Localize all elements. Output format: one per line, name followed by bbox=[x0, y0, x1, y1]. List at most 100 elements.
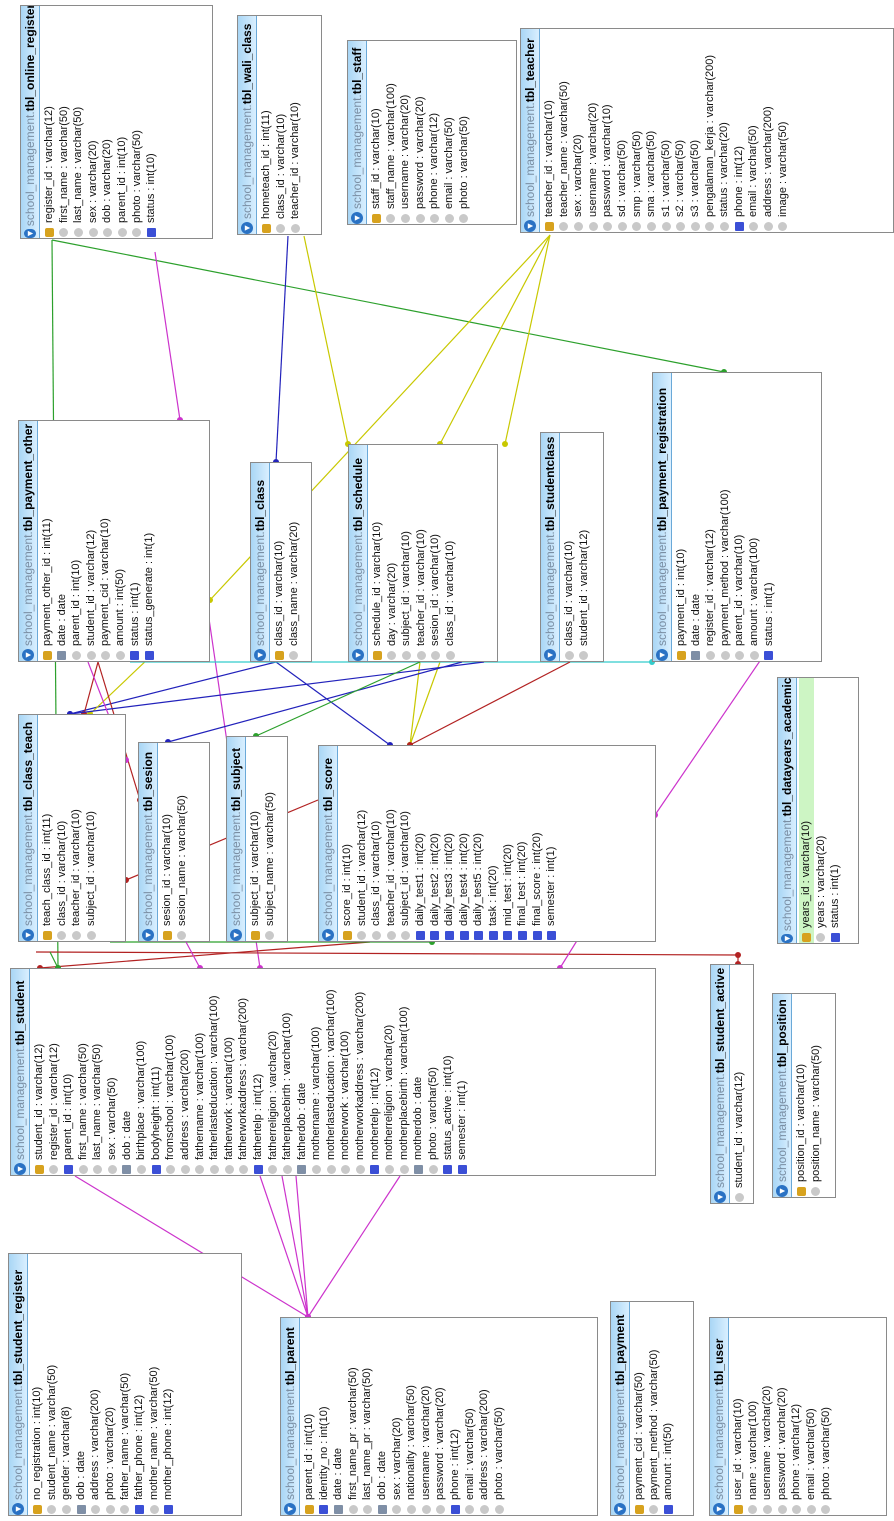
field-row[interactable]: payment_method : varchar(100) bbox=[718, 373, 733, 661]
table-collapse-icon[interactable]: ▼ bbox=[284, 1503, 296, 1515]
field-row[interactable]: date : date bbox=[331, 1318, 346, 1515]
field-row[interactable]: position_name : varchar(50) bbox=[809, 994, 824, 1197]
field-row[interactable]: schedule_id : varchar(10) bbox=[370, 445, 385, 661]
field-row[interactable]: status : int(10) bbox=[144, 6, 159, 238]
field-row[interactable]: sesion_id : varchar(10) bbox=[160, 743, 175, 941]
field-row[interactable]: daily_test1 : int(20) bbox=[413, 746, 428, 941]
field-row[interactable]: last_name : varchar(50) bbox=[71, 6, 86, 238]
field-row[interactable]: final_test : int(20) bbox=[515, 746, 530, 941]
field-row[interactable]: fatherdob : date bbox=[295, 969, 310, 1175]
field-row[interactable]: name : varchar(100) bbox=[746, 1318, 761, 1515]
field-row[interactable]: sex : varchar(20) bbox=[86, 6, 101, 238]
field-row[interactable]: sesion_name : varchar(50) bbox=[175, 743, 190, 941]
field-row[interactable]: phone : varchar(12) bbox=[427, 41, 442, 224]
field-row[interactable]: phone : int(12) bbox=[448, 1318, 463, 1515]
table-collapse-icon[interactable]: ▼ bbox=[12, 1503, 24, 1515]
field-row[interactable]: parent_id : int(10) bbox=[115, 6, 130, 238]
field-row[interactable]: email : varchar(50) bbox=[442, 41, 457, 224]
field-row[interactable]: teacher_id : varchar(10) bbox=[384, 746, 399, 941]
field-row[interactable]: position_id : varchar(10) bbox=[794, 994, 809, 1197]
field-row[interactable]: hometeach_id : int(11) bbox=[259, 16, 274, 234]
field-row[interactable]: teacher_id : varchar(10) bbox=[288, 16, 303, 234]
field-row[interactable]: parent_id : varchar(10) bbox=[732, 373, 747, 661]
table-collapse-icon[interactable]: ▼ bbox=[614, 1503, 626, 1515]
field-row[interactable]: subject_id : varchar(10) bbox=[399, 445, 414, 661]
field-row[interactable]: fathername : varchar(100) bbox=[193, 969, 208, 1175]
field-row[interactable]: phone : varchar(12) bbox=[789, 1318, 804, 1515]
field-row[interactable]: identity_no : int(10) bbox=[317, 1318, 332, 1515]
field-row[interactable]: photo : varchar(50) bbox=[492, 1318, 507, 1515]
table-collapse-icon[interactable]: ▼ bbox=[544, 649, 556, 661]
field-row[interactable]: payment_cid : varchar(50) bbox=[632, 1302, 647, 1515]
field-row[interactable]: fatherwork : varchar(100) bbox=[222, 969, 237, 1175]
field-row[interactable]: fatherworkaddress : varchar(200) bbox=[236, 969, 251, 1175]
field-row[interactable]: student_id : varchar(12) bbox=[355, 746, 370, 941]
field-row[interactable]: last_name : varchar(50) bbox=[90, 969, 105, 1175]
field-row[interactable]: class_id : varchar(10) bbox=[272, 463, 287, 661]
field-row[interactable]: s3 : varchar(50) bbox=[688, 29, 703, 232]
field-row[interactable]: student_name : varchar(50) bbox=[45, 1254, 60, 1515]
field-row[interactable]: photo : varchar(50) bbox=[457, 41, 472, 224]
field-row[interactable]: password : varchar(10) bbox=[600, 29, 615, 232]
field-row[interactable]: address : varchar(200) bbox=[761, 29, 776, 232]
field-row[interactable]: mothertelp : int(12) bbox=[368, 969, 383, 1175]
field-row[interactable]: parent_id : int(10) bbox=[69, 421, 84, 661]
table-header[interactable]: ▼school_management.tbl_payment_other bbox=[19, 421, 38, 661]
table-collapse-icon[interactable]: ▼ bbox=[230, 929, 242, 941]
field-row[interactable]: amount : int(50) bbox=[661, 1302, 676, 1515]
field-row[interactable]: sex : varchar(20) bbox=[571, 29, 586, 232]
field-row[interactable]: phone : int(12) bbox=[732, 29, 747, 232]
field-row[interactable]: father_name : varchar(50) bbox=[118, 1254, 133, 1515]
field-row[interactable]: amount : int(50) bbox=[113, 421, 128, 661]
field-row[interactable]: motherworkaddress : varchar(200) bbox=[353, 969, 368, 1175]
field-row[interactable]: teacher_id : varchar(10) bbox=[414, 445, 429, 661]
field-row[interactable]: motherreligion : varchar(20) bbox=[382, 969, 397, 1175]
field-row[interactable]: fromschool : varchar(100) bbox=[163, 969, 178, 1175]
table-header[interactable]: ▼school_management.tbl_teacher bbox=[521, 29, 540, 232]
field-row[interactable]: subject_id : varchar(10) bbox=[398, 746, 413, 941]
field-row[interactable]: register_id : varchar(12) bbox=[42, 6, 57, 238]
field-row[interactable]: task : int(20) bbox=[486, 746, 501, 941]
table-header[interactable]: ▼school_management.tbl_class_teach bbox=[19, 715, 38, 941]
field-row[interactable]: sd : varchar(50) bbox=[615, 29, 630, 232]
field-row[interactable]: pengalaman_kerja : varchar(200) bbox=[703, 29, 718, 232]
field-row[interactable]: class_id : varchar(10) bbox=[55, 715, 70, 941]
field-row[interactable]: father_phone : int(12) bbox=[132, 1254, 147, 1515]
table-tbl-datayears-academic[interactable]: ▼school_management.tbl_datayears_academi… bbox=[777, 677, 859, 944]
table-header[interactable]: ▼school_management.tbl_payment_registrat… bbox=[653, 373, 672, 661]
field-row[interactable]: email : varchar(50) bbox=[746, 29, 761, 232]
table-collapse-icon[interactable]: ▼ bbox=[22, 929, 34, 941]
field-row[interactable]: mother_name : varchar(50) bbox=[147, 1254, 162, 1515]
field-row[interactable]: daily_test2 : int(20) bbox=[428, 746, 443, 941]
field-row[interactable]: parent_id : int(10) bbox=[61, 969, 76, 1175]
table-collapse-icon[interactable]: ▼ bbox=[24, 229, 36, 238]
field-row[interactable]: first_name : varchar(50) bbox=[57, 6, 72, 238]
field-row[interactable]: sex : varchar(20) bbox=[390, 1318, 405, 1515]
field-row[interactable]: payment_cid : varchar(10) bbox=[98, 421, 113, 661]
field-row[interactable]: final_score : int(20) bbox=[530, 746, 545, 941]
table-header[interactable]: ▼school_management.tbl_score bbox=[319, 746, 338, 941]
table-header[interactable]: ▼school_management.tbl_student_register bbox=[9, 1254, 28, 1515]
field-row[interactable]: status : int(1) bbox=[762, 373, 777, 661]
field-row[interactable]: payment_method : varchar(50) bbox=[647, 1302, 662, 1515]
field-row[interactable]: bodyheight : int(11) bbox=[149, 969, 164, 1175]
field-row[interactable]: nationality : varchar(50) bbox=[404, 1318, 419, 1515]
table-collapse-icon[interactable]: ▼ bbox=[142, 929, 154, 941]
field-row[interactable]: student_id : varchar(12) bbox=[84, 421, 99, 661]
field-row[interactable]: motherlasteducation : varchar(100) bbox=[324, 969, 339, 1175]
field-row[interactable]: photo : varchar(50) bbox=[426, 969, 441, 1175]
field-row[interactable]: password : varchar(20) bbox=[413, 41, 428, 224]
field-row[interactable]: first_name_pr : varchar(50) bbox=[346, 1318, 361, 1515]
field-row[interactable]: fatherreligion : varchar(20) bbox=[266, 969, 281, 1175]
field-row[interactable]: student_id : varchar(12) bbox=[32, 969, 47, 1175]
